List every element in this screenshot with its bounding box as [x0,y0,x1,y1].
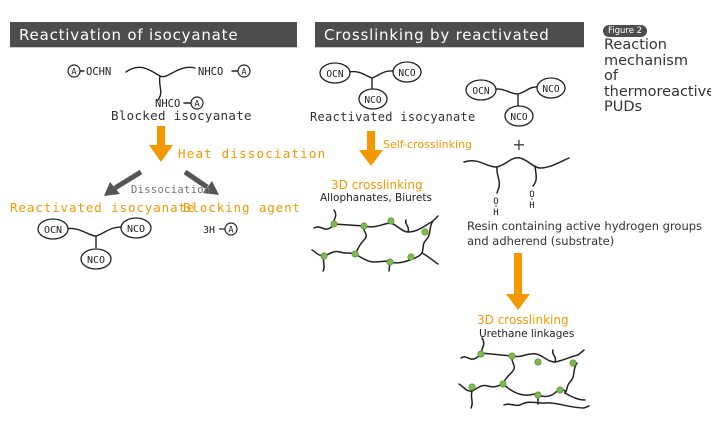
resin-backbone [463,156,570,194]
nco-node [504,105,534,127]
crosslink-network-2 [458,337,590,409]
nco-node [536,77,566,99]
blocked-backbone [125,66,196,78]
nco-node [358,88,388,110]
figure-title-line: thermoreactive [604,83,711,100]
plus-icon: + [512,135,525,154]
a-symbol: A [194,100,200,110]
crosslink-node [477,350,485,358]
blocked-isocyanate-label: Blocked isocyanate [111,108,252,123]
blocking-symbol-circles [67,64,251,110]
figure-title-line: mechanism [604,52,688,69]
ocn-label: OCN [472,86,489,97]
a-circle-icon [190,96,204,110]
crosslink-node [569,359,577,367]
nco-label: NCO [398,68,415,79]
urethane-arrow-icon [506,253,530,310]
crosslink-node [330,220,338,228]
crosslink-node [508,352,516,360]
blocked-right-group: NHCO [198,66,223,78]
blocked-bottom-group: NHCO [155,98,180,110]
ocn-node [465,79,497,101]
reactivated-isocyanate-label: Reactivated isocyanate [310,110,476,124]
oh-group-o: O [493,197,498,207]
nco-label: NCO [510,112,527,123]
a-symbol: A [71,68,77,78]
crosslink-node [534,391,542,399]
ocn-label: OCN [326,69,343,80]
figure-title-line: of [604,68,618,84]
blocked-left-group: OCHN [86,66,111,78]
crosslink-node [556,386,564,394]
nco-label: NCO [542,84,559,95]
heat-dissociation-label: Heat dissociation [178,146,327,161]
crosslink-node [387,217,395,225]
reactivated-isocyanate-output-label: Reactivated isocyanate [10,200,196,215]
oh-group-h: H [493,208,498,218]
dissociation-arrow-left-icon [113,169,143,191]
crosslink-node [386,258,394,266]
crosslink-nodes-2 [468,350,577,399]
heat-arrow-icon [149,126,173,162]
crosslink1-title: 3D crosslinking [331,178,423,192]
nco-node [120,217,152,239]
crosslink-node [499,380,507,388]
crosslink-network-1 [311,209,439,272]
oh-group-o: O [529,190,534,200]
blocking-agent-label: Blocking agent [183,200,301,215]
crosslink-node [468,383,476,391]
figure-title-line: Reaction [604,37,667,53]
a-circle-icon [237,64,251,78]
crosslink-node [407,253,415,261]
nco-label: NCO [127,224,145,235]
figure-title: Reaction mechanism of thermoreactive PUD… [604,37,711,116]
dissociation-label: Dissociation [131,184,211,196]
resin-label-line2: and adherend (substrate) [467,234,615,248]
resin-label-line1: Resin containing active hydrogen groups [467,219,703,233]
left-panel-header: Reactivation of isocyanate groups [10,22,297,70]
crosslink-node [351,250,359,258]
figure-badge: Figure 2 [603,25,648,37]
crosslink-node [421,228,429,236]
nco-node [392,61,422,83]
oh-group-h: H [529,201,534,211]
a-circle-icon [224,222,238,236]
crosslink1-subtitle: Allophanates, Biurets [320,192,432,204]
self-crosslinking-label: Self-crosslinking [383,138,473,151]
crosslink-nodes-1 [320,217,429,266]
ocn-node [319,62,351,84]
ocn-label: OCN [44,225,62,236]
crosslink-node [360,222,368,230]
nco-label: NCO [364,95,381,106]
crosslink-node [534,358,542,366]
a-symbol: A [228,226,234,236]
crosslink-node [320,252,328,260]
blocking-agent-formula: 3H [203,225,215,236]
a-symbol: A [241,68,247,78]
ocn-node [37,218,69,240]
crosslink2-title: 3D crosslinking [477,313,569,327]
nco-node [80,248,112,270]
figure-title-line: PUDs [604,99,643,115]
crosslink2-subtitle: Urethane linkages [479,328,575,340]
nco-label: NCO [87,255,105,266]
dissociation-arrow-right-icon [183,169,209,190]
a-circle-icon [67,64,81,78]
blocked-branch [157,75,162,101]
self-crosslinking-arrow-icon [359,131,383,166]
